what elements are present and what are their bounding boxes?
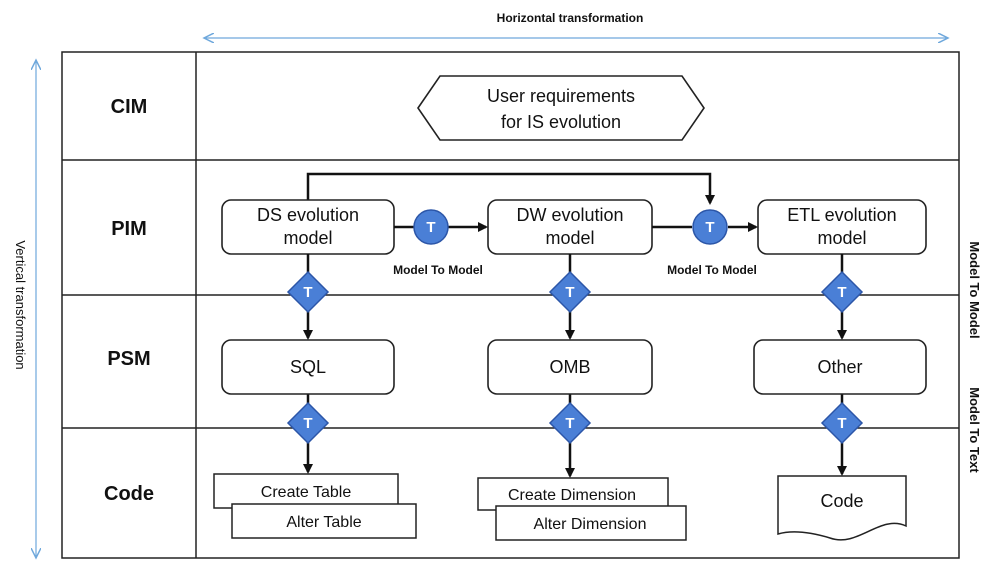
transform-circle-1-label: T — [426, 219, 435, 236]
dw-line-1: DW evolution — [516, 205, 623, 225]
alter-table-label: Alter Table — [286, 514, 361, 531]
model-to-text-side-label: Model To Text — [967, 387, 982, 473]
transform-diamond-sql-label: T — [303, 415, 312, 432]
model-to-model-label-1: Model To Model — [393, 263, 483, 277]
transform-diamond-dw-label: T — [565, 284, 574, 301]
dw-line-2: model — [545, 228, 594, 248]
cim-line-2: for IS evolution — [501, 112, 621, 132]
transform-diamond-dw: T — [548, 270, 592, 314]
level-label-cim: CIM — [111, 96, 148, 118]
level-label-code: Code — [104, 483, 154, 505]
create-dimension-document: Create Dimension — [477, 477, 669, 511]
transform-diamond-omb-label: T — [565, 415, 574, 432]
cim-line-1: User requirements — [487, 86, 635, 106]
etl-evolution-model-node: ETL evolution model — [757, 199, 927, 255]
transform-diamond-sql: T — [286, 401, 330, 445]
ds-to-etl-connector — [306, 172, 715, 205]
transform-diamond-etl-label: T — [837, 284, 846, 301]
cim-requirements-node: User requirements for IS evolution — [417, 75, 705, 141]
alter-table-document: Alter Table — [231, 503, 417, 539]
transform-diamond-omb: T — [548, 401, 592, 445]
transform-circle-2-label: T — [705, 219, 714, 236]
dw-evolution-model-node: DW evolution model — [487, 199, 653, 255]
sql-label: SQL — [290, 357, 326, 377]
levels-table — [61, 51, 960, 559]
transform-diamond-etl: T — [820, 270, 864, 314]
etl-line-1: ETL evolution — [787, 205, 896, 225]
level-label-pim: PIM — [111, 218, 147, 240]
other-label: Other — [817, 357, 862, 377]
transform-diamond-other-label: T — [837, 415, 846, 432]
ds-line-1: DS evolution — [257, 205, 359, 225]
ds-line-2: model — [283, 228, 332, 248]
transform-circle-1: T — [413, 209, 449, 245]
create-dimension-label: Create Dimension — [508, 487, 636, 504]
horizontal-transformation-label: Horizontal transformation — [497, 11, 644, 25]
omb-node: OMB — [487, 339, 653, 395]
create-table-label: Create Table — [261, 484, 352, 501]
model-to-model-side-label: Model To Model — [967, 241, 982, 338]
code-document-label: Code — [820, 491, 863, 511]
model-to-model-label-2: Model To Model — [667, 263, 757, 277]
etl-line-2: model — [817, 228, 866, 248]
omb-label: OMB — [549, 357, 590, 377]
code-document: Code — [777, 475, 907, 541]
transform-diamond-ds: T — [286, 270, 330, 314]
alter-dimension-document: Alter Dimension — [495, 505, 687, 541]
vertical-transformation-label: Vertical transformation — [13, 240, 28, 369]
transform-circle-2: T — [692, 209, 728, 245]
level-label-psm: PSM — [107, 348, 150, 370]
sql-node: SQL — [221, 339, 395, 395]
create-table-document: Create Table — [213, 473, 399, 509]
alter-dimension-label: Alter Dimension — [534, 516, 647, 533]
other-node: Other — [753, 339, 927, 395]
transform-diamond-other: T — [820, 401, 864, 445]
transform-diamond-ds-label: T — [303, 284, 312, 301]
ds-evolution-model-node: DS evolution model — [221, 199, 395, 255]
